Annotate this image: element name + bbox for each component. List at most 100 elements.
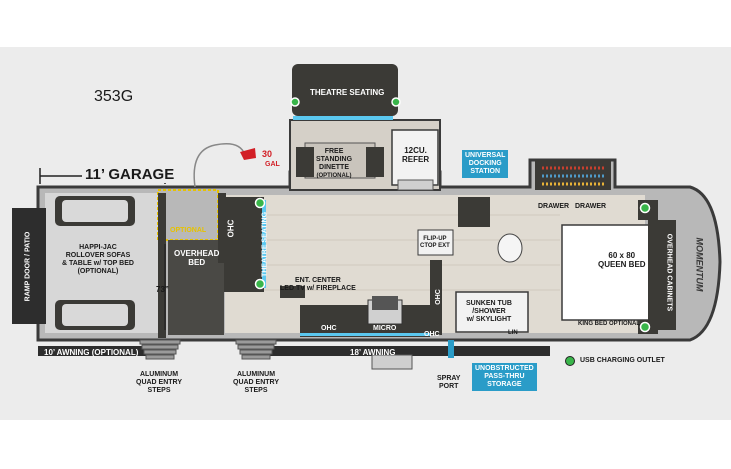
badge-line: STATION [470, 168, 501, 175]
steps-right-label: ALUMINUM QUAD ENTRY STEPS [233, 371, 279, 395]
ohc-garage-box [218, 193, 226, 263]
steps-line: ALUMINUM [139, 371, 179, 378]
dinette-line: (OPTIONAL) [316, 173, 352, 179]
ramp-door-label: RAMP DOOR / PATIO [24, 231, 32, 302]
sofa-top-cushion [62, 200, 128, 222]
spray-port-label: SPRAY PORT [437, 375, 460, 391]
kitchen-led [300, 333, 430, 336]
sofas-label: HAPPI-JAC ROLLOVER SOFAS & TABLE w/ TOP … [62, 244, 134, 276]
ent-center-shelf [280, 286, 305, 298]
awning-right-bar [270, 346, 550, 356]
sofa-bottom-cushion [62, 304, 128, 326]
fuel-hose [193, 143, 246, 188]
pass-thru-box [371, 354, 413, 370]
usb-legend-dot [565, 356, 575, 366]
linen-label: LIN [508, 330, 518, 336]
drawer-right-label: DRAWER [575, 203, 607, 210]
tub [455, 291, 529, 333]
usb-dot [254, 197, 266, 209]
refer-label: 12CU. REFER [402, 146, 429, 164]
queen-bed-line: 60 x 80 [608, 251, 636, 260]
garage-length: 11’ GARAGE [82, 166, 178, 183]
micro-label: MICRO [373, 325, 397, 332]
tank-value: 30 [262, 150, 272, 159]
toilet [497, 233, 523, 263]
badge-line: UNIVERSAL [465, 152, 506, 159]
sofas-line: & TABLE w/ TOP BED [62, 260, 134, 267]
tub-line: SUNKEN TUB [466, 300, 512, 307]
steps-line: STEPS [147, 387, 171, 394]
docking-station-badge: UNIVERSAL DOCKING STATION [462, 150, 509, 178]
awning-left-label: 10’ AWNING (OPTIONAL) [44, 348, 139, 357]
flip-counter [417, 229, 454, 256]
ent-center-line: ENT. CENTER [294, 277, 341, 284]
spray-line: SPRAY [437, 375, 461, 382]
queen-bed-line: QUEEN BED [598, 260, 646, 269]
steps-line: STEPS [244, 387, 268, 394]
awning-left-bar [38, 346, 158, 356]
flip-up-label: FLIP-UP CTOP EXT [420, 236, 450, 250]
flip-up-line: CTOP EXT [420, 243, 450, 249]
ohc-bottom-label: OHC [321, 325, 337, 332]
overhead-cabinets-label: OVERHEAD CABINETS [665, 233, 673, 312]
ohc-mid-label: OHC [424, 331, 440, 338]
steps-line: QUAD ENTRY [136, 379, 183, 386]
usb-dot [290, 97, 300, 107]
steps-line: ALUMINUM [236, 371, 276, 378]
steps-right-icon [235, 339, 277, 360]
overhead-bed-line: BED [188, 258, 206, 267]
badge-line: DOCKING [468, 160, 502, 167]
king-bed-label: KING BED OPTIONAL [578, 321, 641, 327]
queen-bed-label: 60 x 80 QUEEN BED [598, 251, 646, 269]
drawer-left-label: DRAWER [538, 203, 570, 210]
brand-logo: MOMENTUM [694, 237, 705, 292]
theatre-led [293, 116, 393, 120]
dinette-label: FREE STANDING DINETTE (OPTIONAL) [316, 148, 352, 180]
sofas-line: (OPTIONAL) [77, 268, 119, 275]
ohc-garage-label: OHC [226, 219, 236, 238]
overhead-bed-label: OVERHEAD BED [174, 249, 219, 267]
usb-dot [391, 97, 401, 107]
dinette-chair-2 [366, 147, 384, 177]
refer-line: 12CU. [404, 146, 427, 155]
theatre-seating-top [292, 64, 398, 116]
spray-hose-icon [448, 340, 454, 358]
queen-bed [561, 224, 651, 321]
theatre-seating-side [224, 197, 264, 292]
dinette-line: FREE [324, 148, 344, 155]
bed-headboard [648, 220, 676, 330]
optional-label: OPTIONAL [170, 227, 207, 234]
width-dim-label: 73” [156, 285, 169, 294]
stove [372, 296, 398, 310]
ohc-right-label: OHC [434, 289, 442, 305]
awning-right-label: 18’ AWNING [350, 348, 396, 357]
ent-center-label: ENT. CENTER LED TV w/ FIREPLACE [280, 277, 356, 293]
steps-left-icon [139, 339, 181, 360]
tub-line: /SHOWER [472, 308, 506, 315]
tub-line: w/ SKYLIGHT [466, 316, 512, 323]
steps-line: QUAD ENTRY [233, 379, 280, 386]
dinette-chair-1 [296, 147, 314, 177]
model-name: 353G [94, 88, 134, 105]
overhead-bed-line: OVERHEAD [174, 249, 220, 258]
kitchen-counter [300, 305, 430, 337]
ent-center-line: LED TV w/ FIREPLACE [280, 285, 356, 292]
badge-line: UNOBSTRUCTED [475, 365, 534, 372]
theatre-side-led [262, 200, 266, 288]
usb-legend-label: USB CHARGING OUTLET [580, 357, 665, 364]
refer-shelf [397, 179, 434, 191]
refer-line: REFER [402, 155, 430, 164]
sofas-line: ROLLOVER SOFAS [65, 252, 131, 259]
theatre-seating-top-label: THEATRE SEATING [310, 88, 385, 97]
ramp-door [12, 208, 46, 324]
sunken-tub-label: SUNKEN TUB /SHOWER w/ SKYLIGHT [466, 300, 512, 324]
fuel-nozzle-icon [240, 148, 256, 160]
usb-outlets [254, 97, 651, 366]
usb-dot [254, 278, 266, 290]
badge-line: STORAGE [487, 381, 522, 388]
sofas-line: HAPPI-JAC [79, 244, 117, 251]
bath-divider [458, 197, 490, 227]
theatre-seating-side-label: THEATRE SEATING [261, 211, 269, 278]
